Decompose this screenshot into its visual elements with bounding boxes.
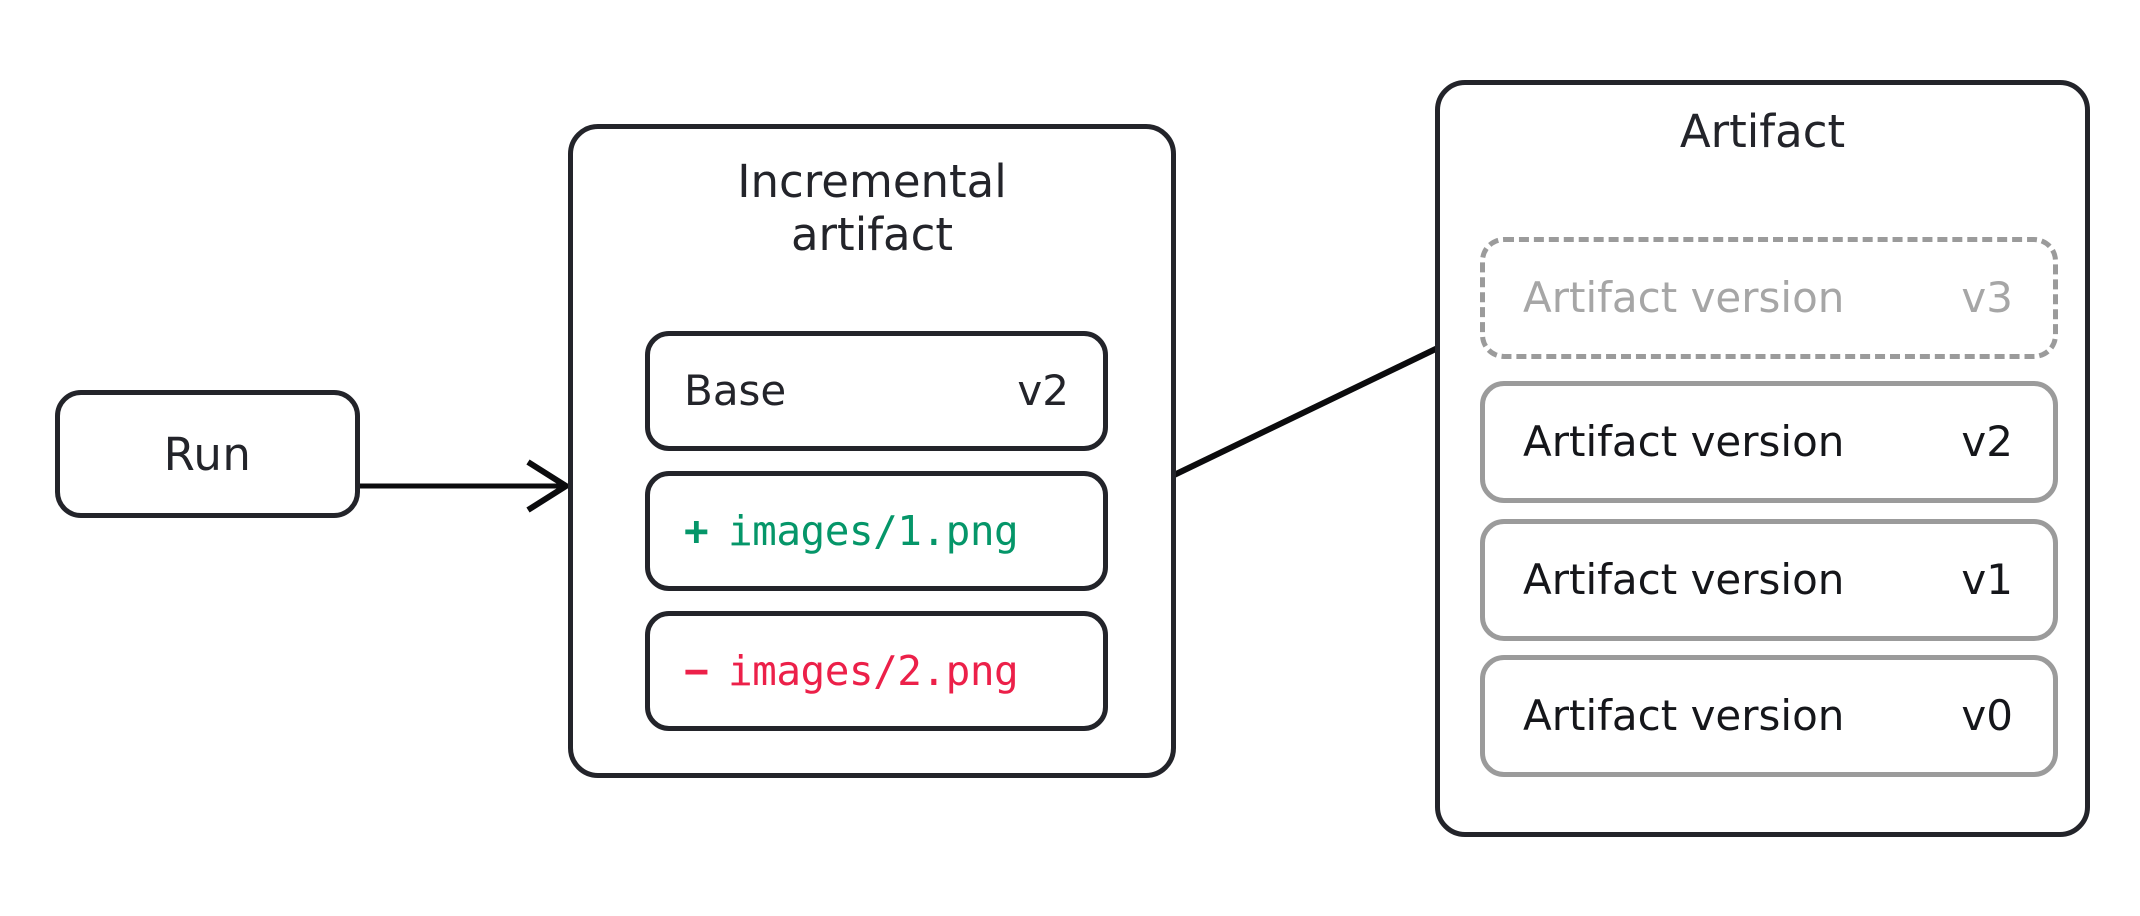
artifact-version-name: Artifact version [1523, 691, 1845, 740]
artifact-version-v2[interactable]: Artifact version v2 [1480, 381, 2058, 503]
arrow-incremental-to-artifact [1170, 316, 1483, 479]
artifact-version-tag: v2 [1961, 417, 2013, 466]
artifact-version-tag: v0 [1961, 691, 2013, 740]
run-node[interactable]: Run [55, 390, 360, 518]
incremental-artifact-panel: Incremental artifact Base v2 + images/1.… [568, 124, 1176, 778]
artifact-panel: Artifact Artifact version v3 Artifact ve… [1435, 80, 2090, 837]
artifact-version-name: Artifact version [1523, 555, 1845, 604]
incremental-change-delete[interactable]: − images/2.png [645, 611, 1108, 731]
incremental-artifact-title: Incremental artifact [737, 155, 1007, 261]
plus-icon: + [684, 506, 709, 555]
run-label: Run [163, 427, 252, 481]
artifact-title: Artifact [1679, 105, 1846, 158]
incremental-base-row[interactable]: Base v2 [645, 331, 1108, 451]
minus-icon: − [684, 646, 709, 695]
incremental-base-label: Base [684, 366, 787, 415]
artifact-version-tag: v3 [1961, 273, 2013, 322]
incremental-change-path-add: images/1.png [728, 506, 1019, 555]
artifact-version-v1[interactable]: Artifact version v1 [1480, 519, 2058, 641]
artifact-version-v0[interactable]: Artifact version v0 [1480, 655, 2058, 777]
incremental-change-add[interactable]: + images/1.png [645, 471, 1108, 591]
incremental-base-version: v2 [1017, 366, 1069, 415]
artifact-version-v3[interactable]: Artifact version v3 [1480, 237, 2058, 359]
artifact-version-tag: v1 [1961, 555, 2013, 604]
artifact-version-name: Artifact version [1523, 273, 1845, 322]
arrow-run-to-incremental [360, 459, 572, 513]
incremental-change-path-delete: images/2.png [728, 646, 1019, 695]
artifact-version-name: Artifact version [1523, 417, 1845, 466]
